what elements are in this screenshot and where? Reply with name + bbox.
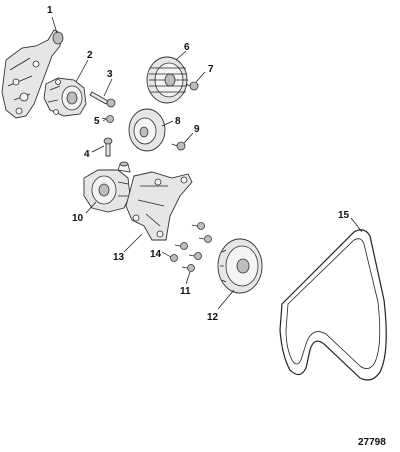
callout-12: 12 [207, 312, 219, 323]
callout-3: 3 [107, 69, 113, 80]
callout-2: 2 [87, 50, 93, 61]
leader-lines [51, 16, 363, 310]
crankshaft-pulley-part [217, 238, 263, 294]
pulley-bolt-part [185, 81, 199, 91]
callout-labels: 1 2 3 4 5 6 7 8 9 10 11 12 13 14 15 [47, 5, 350, 323]
idler-bolt-part [171, 141, 186, 151]
callout-7: 7 [208, 64, 214, 75]
callout-15: 15 [338, 210, 350, 221]
smooth-idler-pulley-part [128, 108, 166, 152]
callout-5: 5 [94, 116, 100, 127]
serpentine-belt-part [279, 229, 387, 381]
figure-number: 27798 [358, 437, 386, 448]
long-bolt-part [89, 91, 116, 108]
mounting-bracket-part [1, 29, 64, 119]
callout-8: 8 [175, 116, 181, 127]
bracket-bolts-part [174, 222, 212, 272]
callout-13: 13 [113, 252, 125, 263]
callout-1: 1 [47, 5, 53, 16]
callout-6: 6 [184, 42, 190, 53]
stud-bolt-part [103, 137, 113, 157]
callout-10: 10 [72, 213, 84, 224]
ribbed-idler-pulley-part [146, 56, 188, 104]
small-bolt-part [101, 115, 114, 123]
callout-11: 11 [180, 286, 191, 297]
washer-bolt-part [170, 254, 178, 262]
callout-9: 9 [194, 124, 200, 135]
callout-4: 4 [84, 149, 90, 160]
power-steering-pump-part [83, 161, 131, 213]
pump-housing-part [43, 77, 87, 117]
callout-14: 14 [150, 249, 162, 260]
pump-bracket-part [125, 171, 193, 241]
